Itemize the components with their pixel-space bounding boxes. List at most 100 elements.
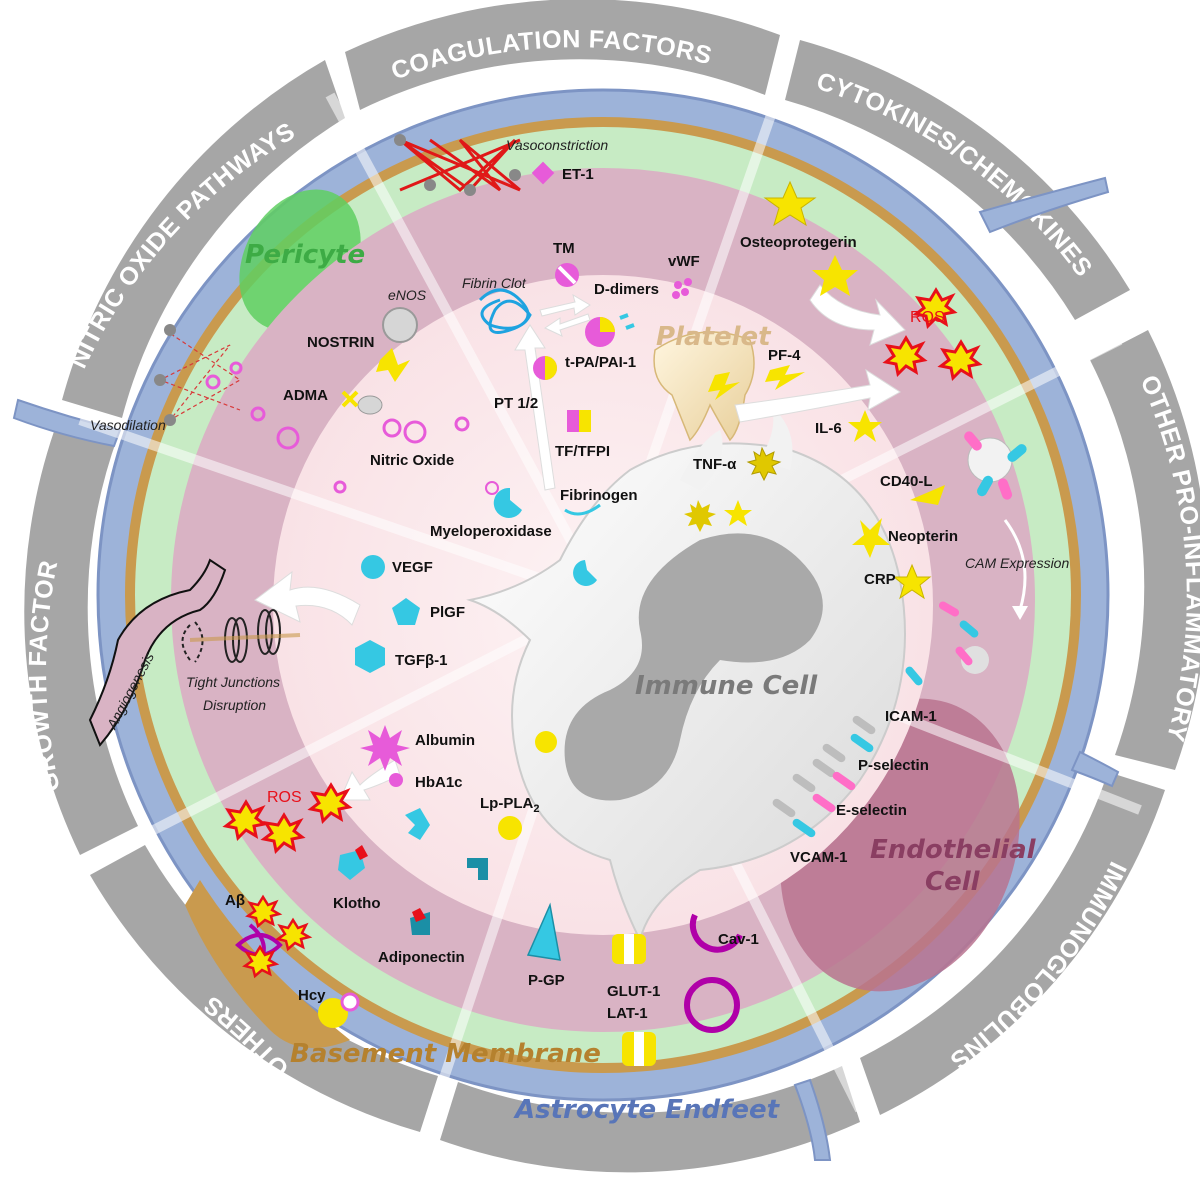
cam-receptor [964, 431, 1027, 500]
icam-label: ICAM-1 [885, 708, 937, 725]
tnf-burst-icon [746, 446, 782, 482]
myeloperoxidase-label: Myeloperoxidase [430, 523, 552, 540]
lppla2-icon [498, 816, 522, 840]
tnf-burst2-icon [684, 500, 716, 532]
cd40l-icon [910, 485, 945, 505]
lppla2-icon-2 [535, 731, 557, 753]
adhesion-molecules [772, 601, 989, 838]
tight-junctions-label-2: Disruption [203, 697, 266, 713]
tpa-label: t-PA/PAI-1 [565, 354, 636, 371]
glut1-icon [612, 934, 656, 1066]
basement-membrane-label: Basement Membrane [290, 1039, 601, 1069]
lat1-label: LAT-1 [607, 1005, 648, 1022]
lppla2-label: Lp-PLA2 [480, 795, 539, 815]
vasodilation-network [154, 324, 242, 426]
platelet-lightning-icon [708, 372, 740, 400]
nitric-oxide-circles [205, 361, 470, 494]
cam-arrow [1003, 519, 1027, 611]
abeta-label: Aβ [225, 892, 245, 909]
cd40l-label: CD40-L [880, 473, 933, 490]
astrocyte-label: Astrocyte Endfeet [513, 1095, 781, 1125]
immune-cell-nucleus [564, 533, 823, 801]
crp-icon [892, 563, 932, 600]
segment-bbb[interactable] [440, 1066, 860, 1173]
neopterin-label: Neopterin [888, 528, 958, 545]
cav1-label: Cav-1 [718, 931, 759, 948]
fibrinogen-label: Fibrinogen [560, 487, 638, 504]
pselectin-label: P-selectin [858, 757, 929, 774]
tight-junctions [181, 609, 281, 663]
plgf-label: PlGF [430, 604, 465, 621]
crp-label: CRP [864, 571, 896, 588]
tftfpi-icon [567, 410, 591, 432]
ddimers-label: D-dimers [594, 281, 659, 298]
myeloperoxidase-icon [485, 481, 522, 518]
vasoconstriction-label: Vasoconstriction [506, 137, 608, 153]
pgp-label: P-GP [528, 972, 565, 989]
klotho-label: Klotho [333, 895, 380, 912]
eselectin-label: E-selectin [836, 802, 907, 819]
hba1c-label: HbA1c [415, 774, 463, 791]
albumin-label: Albumin [415, 732, 475, 749]
tnf-label: TNF-α [693, 456, 737, 473]
albumin-icon [360, 725, 410, 771]
segment-growth[interactable] [24, 420, 139, 855]
pericyte-label: Pericyte [245, 240, 365, 270]
vegf-icon [361, 555, 385, 579]
segment-immunoglobulins[interactable] [860, 772, 1165, 1115]
glut1-label: GLUT-1 [607, 983, 660, 1000]
osteoprotegerin-star-icon [763, 180, 817, 227]
segment-nitric[interactable] [62, 60, 345, 418]
tm-label: TM [553, 240, 575, 257]
hcy-label: Hcy [298, 987, 326, 1004]
adiponectin-icon [410, 908, 430, 935]
vwf-icon [672, 278, 692, 299]
fibrin-clot-label: Fibrin Clot [462, 275, 527, 291]
segment-cytokines[interactable] [785, 40, 1130, 320]
segment-coagulation[interactable] [345, 0, 780, 110]
pgp-icon [526, 902, 561, 961]
segment-proinflammatory[interactable] [1090, 330, 1200, 770]
ros-bursts-top [882, 287, 983, 382]
hcy-icon [318, 992, 360, 1028]
osteoprotegerin-star-small-icon [812, 255, 858, 296]
tm-icon [555, 263, 579, 287]
cav1-icon [684, 913, 743, 1033]
klotho-icon [338, 845, 368, 880]
nostrin-label: NOSTRIN [307, 334, 375, 351]
fibrinogen-icon [564, 503, 601, 516]
cyan-chevron2-icon [467, 858, 488, 880]
angiogenesis-vessel [88, 558, 227, 747]
pf4-lightning-icon [765, 365, 805, 390]
vegf-label: VEGF [392, 559, 433, 576]
abeta-icon [235, 894, 313, 979]
pt-label: PT 1/2 [494, 395, 538, 412]
basement-membrane-pocket [185, 880, 350, 1048]
tgf-icon [355, 640, 385, 673]
enos-label: eNOS [388, 287, 427, 303]
tight-junctions-label-1: Tight Junctions [186, 674, 280, 690]
nitric-oxide-label: Nitric Oxide [370, 452, 454, 469]
cyan-chevron-icon [405, 808, 430, 840]
immune-cell-label: Immune Cell [635, 671, 818, 701]
ros-bursts-bottom [222, 782, 353, 855]
cam-label: CAM Expression [965, 555, 1069, 571]
plgf-icon [392, 598, 420, 625]
clot-ddimer-arrow [539, 293, 591, 317]
pf4-label: PF-4 [768, 347, 801, 364]
hba1c-icon [389, 773, 403, 787]
endothelial-label-2: Cell [925, 867, 981, 897]
vasoconstriction-network [394, 134, 521, 196]
il6-label: IL-6 [815, 420, 842, 437]
vasodilation-label: Vasodilation [90, 417, 166, 433]
ddimer-icon [619, 313, 635, 330]
platelet [653, 331, 755, 442]
tnf-star2-icon [724, 500, 752, 526]
nostrin-enos [341, 307, 418, 415]
angiogenesis-arrow [254, 570, 361, 626]
fibrinogen-up-arrow [514, 324, 556, 491]
adma-label: ADMA [283, 387, 328, 404]
cyan-pacman-icon [573, 560, 597, 586]
